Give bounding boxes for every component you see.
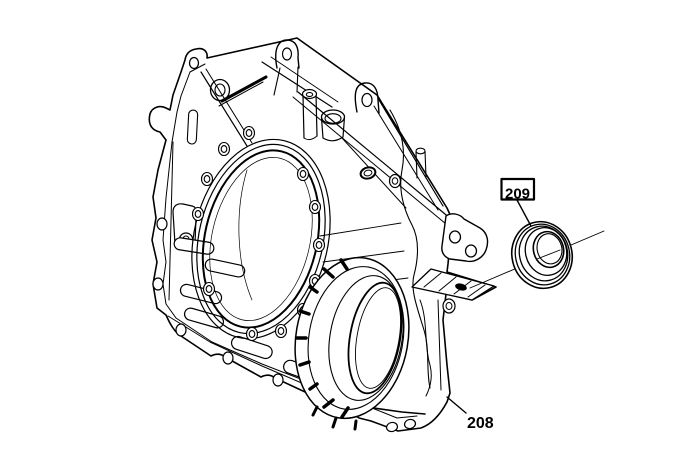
- flange-bolt-holes: [152, 217, 417, 433]
- rib: [322, 250, 405, 263]
- ear-hole: [281, 47, 293, 61]
- callout-209-box: [500, 177, 536, 201]
- bore-bolt-bosses: [191, 125, 326, 342]
- rib: [218, 81, 264, 107]
- ear-leg: [378, 99, 444, 207]
- boss-hole: [445, 302, 453, 310]
- rib: [319, 222, 402, 237]
- seal-ring-part: [469, 220, 605, 290]
- ear-hole: [361, 92, 373, 108]
- bolt-hole: [363, 169, 373, 177]
- bracket-hole: [464, 244, 478, 258]
- callout-209-label: 209: [505, 185, 530, 202]
- ladder-ribs: [295, 258, 350, 419]
- stud-nubs: [311, 405, 358, 431]
- boss: [442, 298, 456, 314]
- cylinder-boss: [415, 147, 427, 179]
- flange-step: [168, 141, 174, 301]
- machined-face: [411, 268, 495, 301]
- main-bore: [191, 138, 331, 340]
- callout-208-label: 208: [467, 415, 494, 432]
- lift-ear: [275, 39, 300, 69]
- mount-bracket: [441, 213, 489, 263]
- parting-line: [389, 109, 431, 389]
- bracket-hole: [448, 230, 462, 244]
- boss-hole: [214, 83, 226, 97]
- case-edge: [437, 299, 442, 391]
- lift-ear: [354, 82, 380, 114]
- leader-line-209: [516, 199, 532, 227]
- strut: [292, 96, 447, 225]
- boss: [388, 173, 402, 189]
- transmission-housing: [148, 37, 497, 433]
- strut: [297, 91, 452, 220]
- callouts: 209 208: [446, 177, 536, 432]
- ear-leg: [296, 66, 299, 93]
- bolt-head: [359, 166, 377, 180]
- rib: [200, 71, 248, 147]
- drain-plug-dot: [455, 283, 467, 291]
- parting-line: [419, 299, 432, 397]
- bolt-hole: [188, 56, 200, 70]
- tube-boss: [301, 88, 318, 141]
- cast-rib: [186, 109, 199, 145]
- ear-leg: [373, 105, 439, 211]
- bore-reflection: [238, 169, 253, 301]
- centerline: [536, 249, 561, 260]
- boss-hole: [391, 177, 399, 185]
- ribbed-bore: [294, 256, 410, 431]
- top-face-edge: [270, 56, 339, 103]
- housing-outline: [148, 37, 497, 432]
- rib-shadow: [220, 75, 268, 103]
- top-face-edge: [261, 61, 333, 108]
- leader-line-208: [446, 396, 467, 414]
